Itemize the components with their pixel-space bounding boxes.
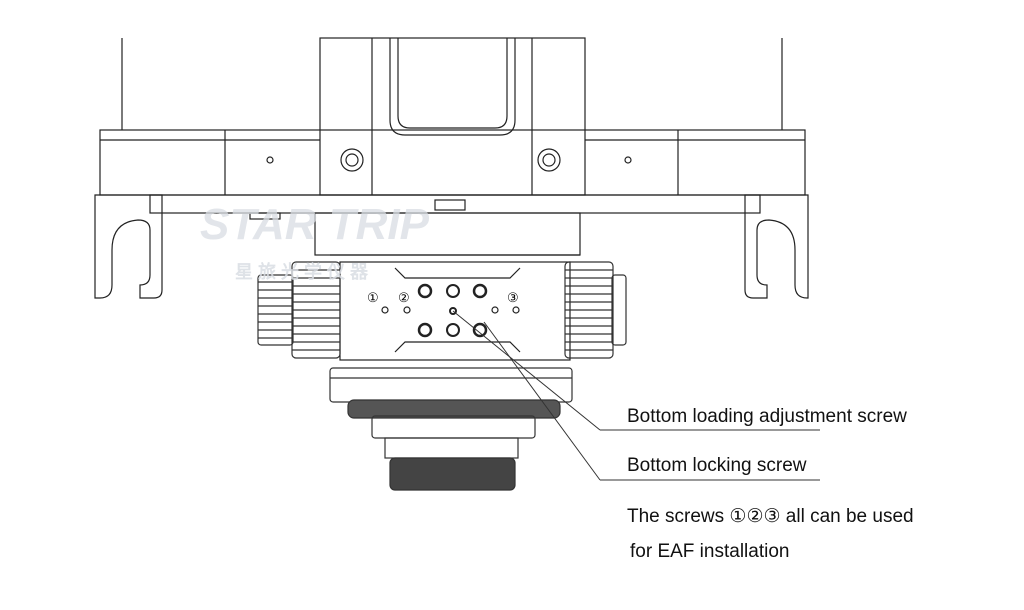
screw-marker-3: ③: [507, 290, 519, 305]
mount-plate: [99, 129, 806, 220]
screw-marker-1: ①: [367, 290, 379, 305]
leader-lines: [452, 310, 820, 481]
note-line-1: The screws ①②③ all can be used: [627, 506, 914, 527]
screw-holes: [381, 283, 520, 338]
focuser-body: [314, 212, 581, 361]
hooks: [94, 194, 809, 299]
telescope-tube: [121, 37, 783, 196]
label-locking-screw: Bottom locking screw: [627, 455, 807, 476]
label-adjustment-screw: Bottom loading adjustment screw: [627, 406, 907, 427]
focus-knobs: [257, 261, 627, 359]
screw-marker-2: ②: [398, 290, 410, 305]
note-line-2: for EAF installation: [630, 541, 790, 562]
draw-tube-rings: [329, 367, 573, 491]
